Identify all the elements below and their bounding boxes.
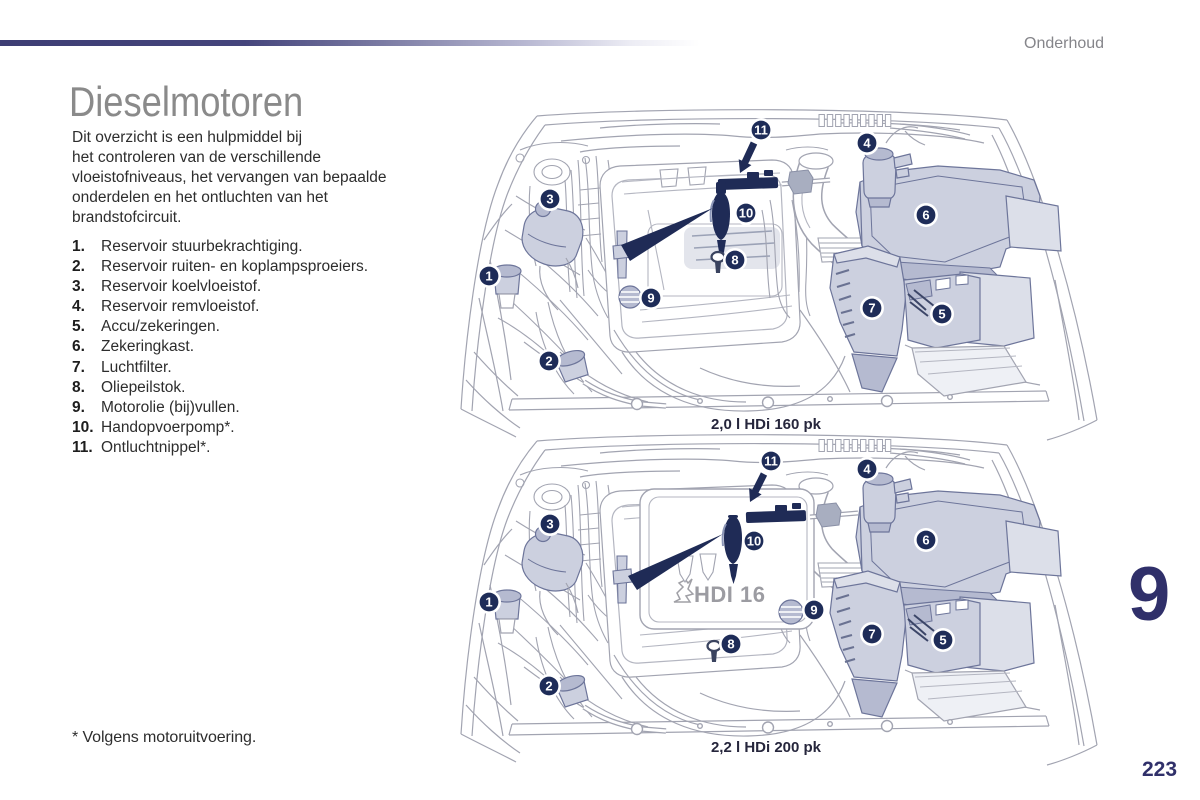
svg-text:6: 6 bbox=[922, 533, 929, 548]
svg-text:7: 7 bbox=[868, 301, 875, 316]
svg-text:1: 1 bbox=[485, 269, 492, 284]
svg-text:3: 3 bbox=[546, 517, 553, 532]
svg-text:4: 4 bbox=[863, 462, 871, 477]
svg-text:4: 4 bbox=[863, 136, 871, 151]
svg-text:1: 1 bbox=[485, 595, 492, 610]
svg-text:9: 9 bbox=[810, 603, 817, 618]
svg-text:3: 3 bbox=[546, 192, 553, 207]
svg-text:5: 5 bbox=[938, 307, 945, 322]
svg-text:5: 5 bbox=[939, 633, 946, 648]
svg-text:2: 2 bbox=[545, 354, 552, 369]
svg-text:7: 7 bbox=[868, 627, 875, 642]
svg-text:10: 10 bbox=[739, 206, 753, 221]
svg-text:HDI 16: HDI 16 bbox=[694, 582, 765, 607]
svg-text:10: 10 bbox=[747, 534, 761, 549]
svg-text:11: 11 bbox=[754, 123, 768, 138]
svg-text:11: 11 bbox=[764, 454, 778, 469]
svg-text:6: 6 bbox=[922, 208, 929, 223]
svg-text:9: 9 bbox=[647, 291, 654, 306]
svg-text:8: 8 bbox=[727, 637, 734, 652]
svg-text:8: 8 bbox=[731, 253, 738, 268]
svg-text:2: 2 bbox=[545, 679, 552, 694]
